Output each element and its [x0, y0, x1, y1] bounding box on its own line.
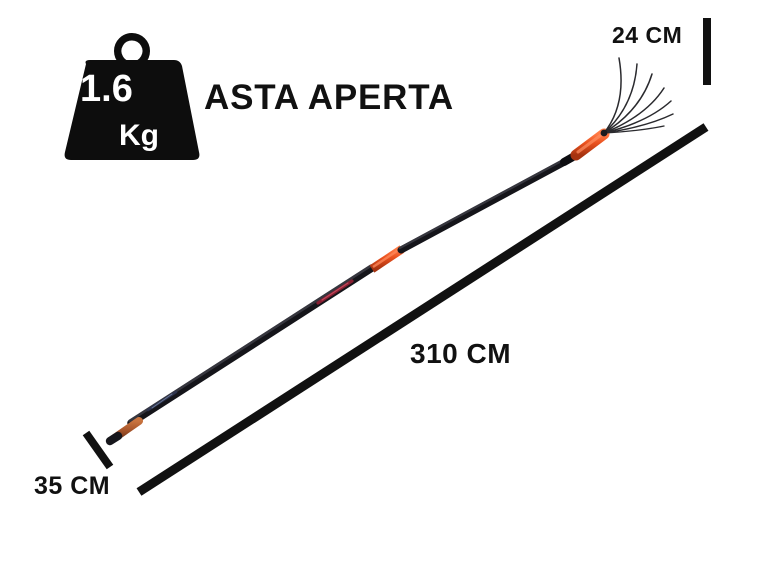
- page-title: ASTA APERTA: [204, 78, 454, 117]
- pole-end-cap: [105, 431, 123, 446]
- pole-brand-decal: [146, 279, 354, 412]
- tine-cluster-base: [600, 129, 608, 137]
- dimension-label-head: 24 CM: [612, 22, 683, 48]
- dimension-marker-310cm: [136, 123, 709, 496]
- dimension-label-total-length: 310 CM: [410, 338, 512, 369]
- dimension-label-handle: 35 CM: [34, 472, 111, 500]
- harvester-tines: [603, 57, 674, 134]
- weight-value: 1.6: [80, 68, 133, 110]
- harvesting-pole: [105, 57, 674, 446]
- weight-unit: Kg: [119, 119, 159, 152]
- weight-block-icon: [64, 33, 200, 160]
- dimension-marker-35cm: [82, 430, 114, 470]
- pole-upper-shaft: [397, 154, 576, 254]
- dimension-marker-24cm: [703, 18, 711, 85]
